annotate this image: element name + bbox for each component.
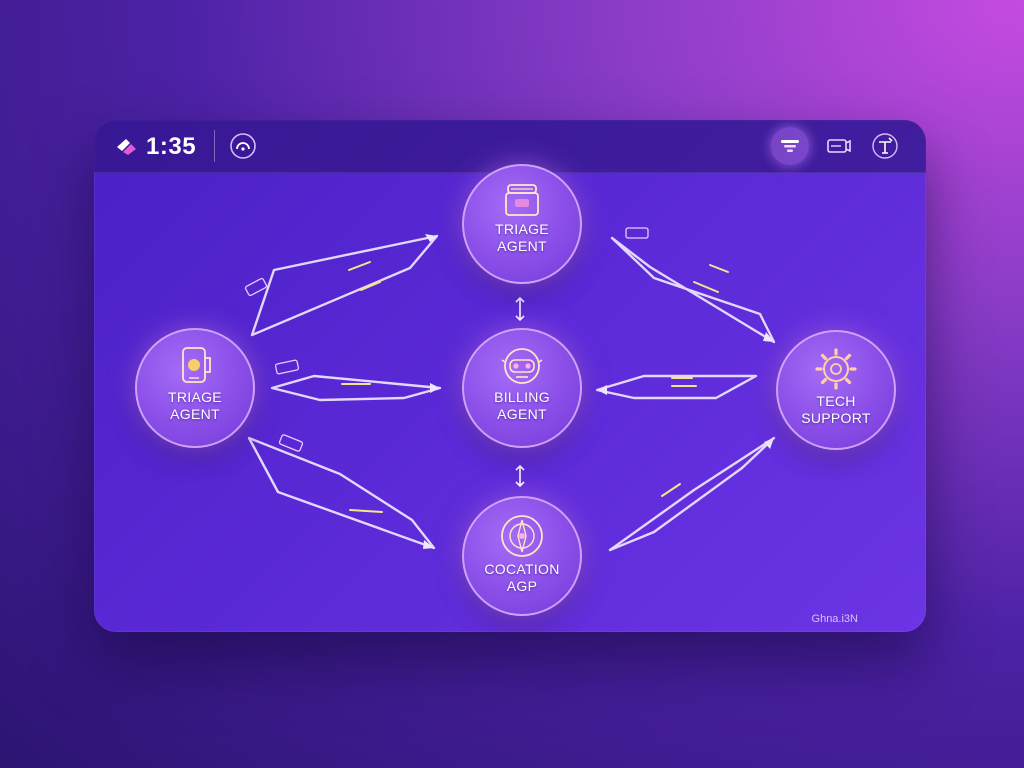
compass-icon xyxy=(501,515,543,557)
edge-left-to-center xyxy=(270,374,442,402)
vertical-link-top xyxy=(515,296,525,322)
node-cocation-agp[interactable]: COCATION AGP xyxy=(462,496,582,616)
edge-tag xyxy=(278,434,304,452)
edge-top-to-right xyxy=(610,236,776,344)
node-label-line2: AGENT xyxy=(497,238,547,254)
edge-right-to-bottom xyxy=(608,436,776,552)
edge-left-to-top xyxy=(250,234,439,337)
edge-tag xyxy=(244,277,268,297)
edge-tag xyxy=(625,227,649,239)
edge-marker xyxy=(709,264,729,273)
vertical-link-bottom xyxy=(515,464,525,488)
edge-left-to-bottom xyxy=(247,436,436,550)
robot-face-icon xyxy=(501,348,543,384)
node-label-line2: AGENT xyxy=(497,406,547,422)
edge-arrowhead xyxy=(764,438,774,449)
edge-arrowhead xyxy=(430,383,440,393)
edge-marker xyxy=(360,281,381,291)
storage-box-icon xyxy=(505,184,539,216)
node-triage-agent-top[interactable]: TRIAGE AGENT xyxy=(462,164,582,284)
edge-marker xyxy=(349,509,383,513)
gear-icon xyxy=(815,348,857,390)
node-label-line1: TRIAGE xyxy=(168,389,222,405)
filter-button[interactable] xyxy=(771,127,809,165)
node-label-line2: AGENT xyxy=(170,406,220,422)
node-label-line2: AGP xyxy=(506,578,538,594)
signal-arc-icon xyxy=(230,133,256,159)
edge-right-to-center xyxy=(595,374,758,400)
phone-device-icon xyxy=(182,347,211,383)
watermark-text: Ghna.i3N xyxy=(811,613,858,625)
node-label-line1: BILLING xyxy=(494,389,550,405)
brand-logo-icon xyxy=(117,139,136,155)
edge-tag xyxy=(274,359,300,375)
clock-time: 1:35 xyxy=(146,133,197,160)
node-label-line2: SUPPORT xyxy=(801,410,871,426)
filter-icon xyxy=(781,140,799,152)
node-triage-agent-left[interactable]: TRIAGE AGENT xyxy=(135,328,255,448)
edge-marker xyxy=(348,261,371,271)
edge-marker xyxy=(661,483,681,497)
signal-button[interactable] xyxy=(228,131,258,161)
node-label-line1: COCATION xyxy=(484,561,560,577)
header-divider xyxy=(214,130,215,162)
diagram-panel: 1:35 xyxy=(94,120,926,632)
node-label-line1: TECH xyxy=(816,393,856,409)
edge-arrowhead xyxy=(425,234,437,242)
edge-arrowhead xyxy=(763,332,774,342)
connection-edges xyxy=(244,227,776,552)
card-icon xyxy=(827,139,851,153)
edge-arrowhead xyxy=(597,385,607,395)
node-billing-agent[interactable]: BILLING AGENT xyxy=(462,328,582,448)
node-tech-support[interactable]: TECH SUPPORT xyxy=(776,330,896,450)
card-button[interactable] xyxy=(824,131,854,161)
tools-button[interactable] xyxy=(870,131,900,161)
edge-marker xyxy=(693,281,719,293)
edge-arrowhead xyxy=(423,540,434,549)
tools-icon xyxy=(872,133,898,159)
node-label-line1: TRIAGE xyxy=(495,221,549,237)
